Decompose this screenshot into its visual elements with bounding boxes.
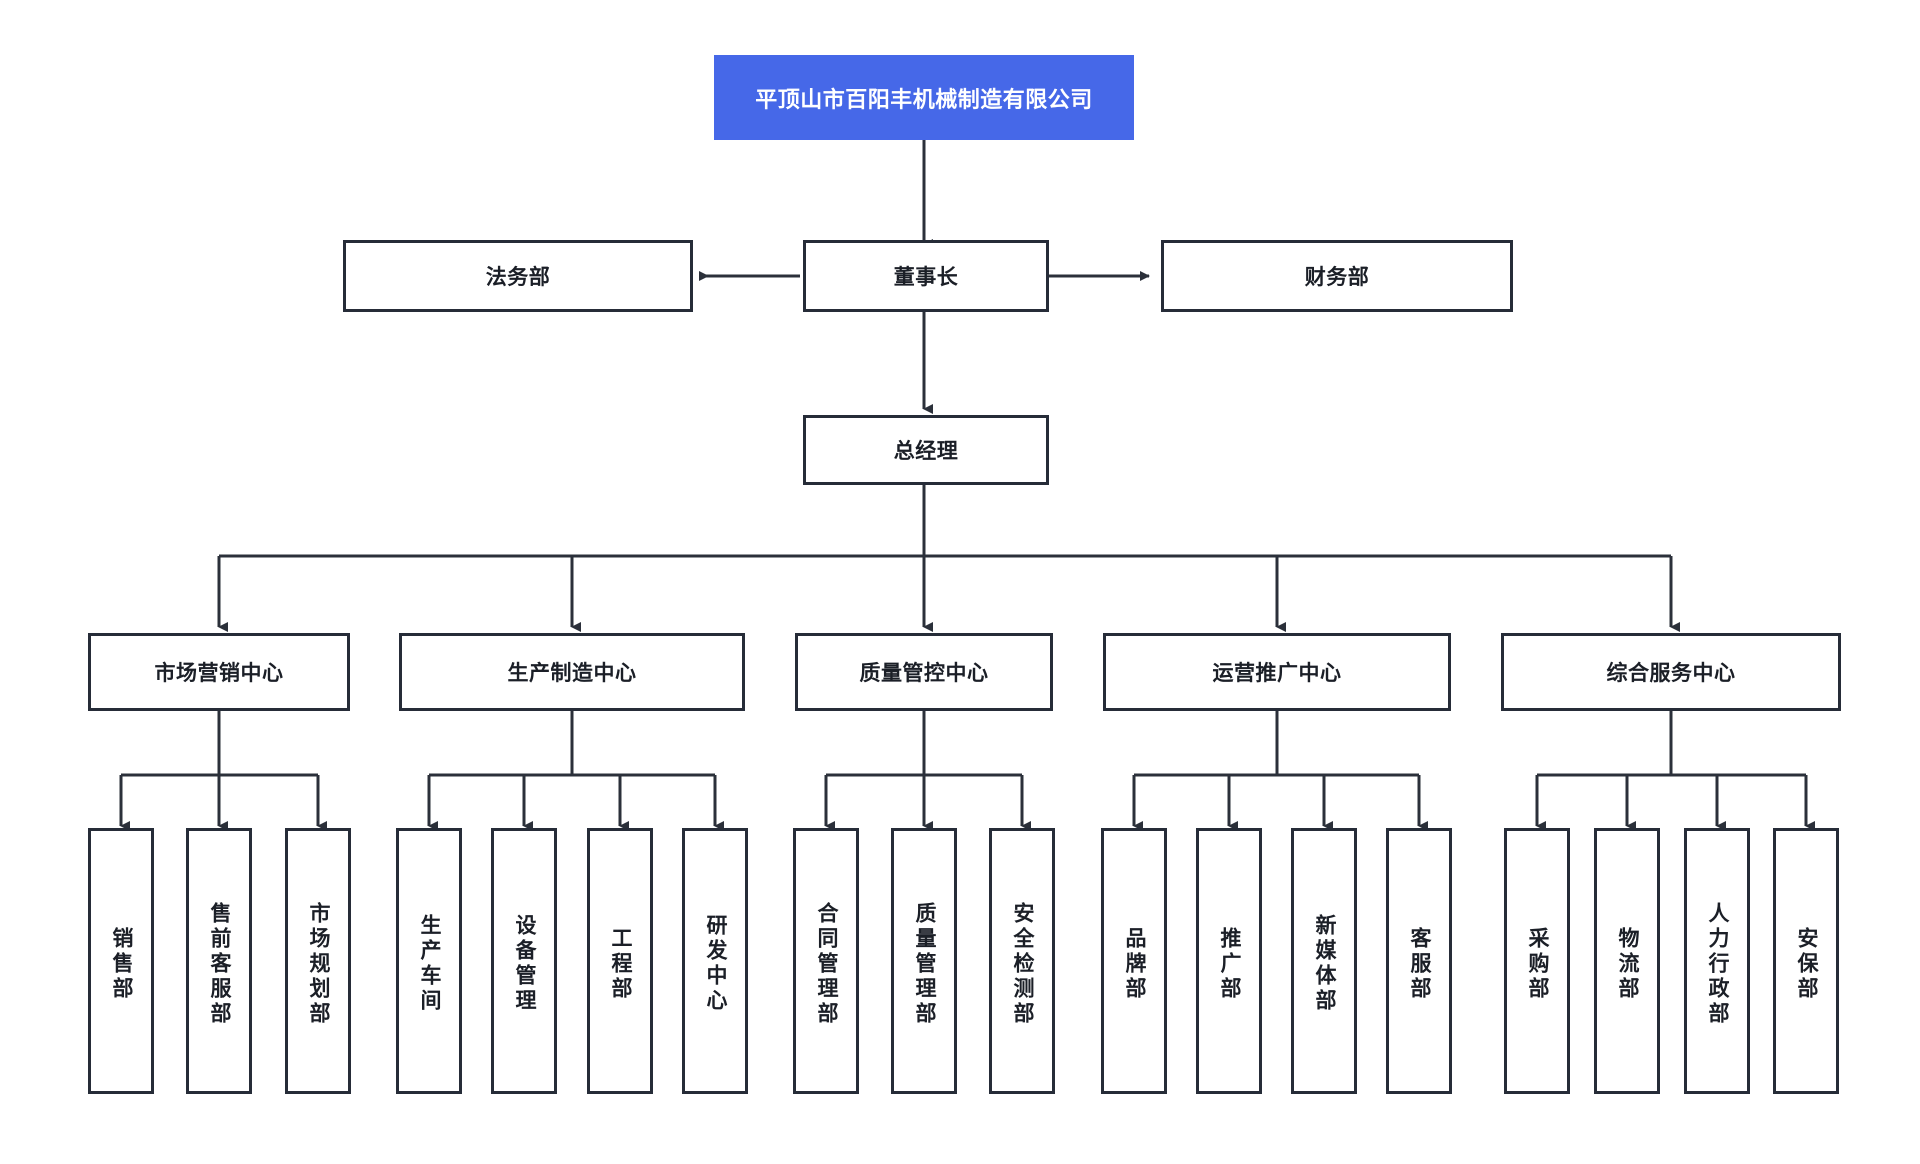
node-dept-sales[interactable]: 销售部 xyxy=(88,828,154,1094)
node-label: 质量管理部 xyxy=(913,901,936,1027)
node-dept-rnd-center[interactable]: 研发中心 xyxy=(682,828,748,1094)
node-label: 合同管理部 xyxy=(815,901,838,1027)
node-label: 平顶山市百阳丰机械制造有限公司 xyxy=(755,86,1093,112)
node-center-services[interactable]: 综合服务中心 xyxy=(1501,633,1841,711)
node-chairman[interactable]: 董事长 xyxy=(803,240,1049,312)
node-dept-safety-inspection[interactable]: 安全检测部 xyxy=(989,828,1055,1094)
node-dept-customer-service[interactable]: 客服部 xyxy=(1386,828,1452,1094)
node-dept-presales-service[interactable]: 售前客服部 xyxy=(186,828,252,1094)
node-dept-security[interactable]: 安保部 xyxy=(1773,828,1839,1094)
node-dept-new-media[interactable]: 新媒体部 xyxy=(1291,828,1357,1094)
node-label: 质量管控中心 xyxy=(859,662,989,685)
node-label: 综合服务中心 xyxy=(1606,662,1736,685)
node-legal-department[interactable]: 法务部 xyxy=(343,240,693,312)
node-label: 运营推广中心 xyxy=(1212,662,1342,685)
node-label: 生产制造中心 xyxy=(507,662,637,685)
node-label: 董事长 xyxy=(893,266,959,289)
node-label: 推广部 xyxy=(1218,926,1241,1002)
node-label: 市场营销中心 xyxy=(154,662,284,685)
node-center-marketing[interactable]: 市场营销中心 xyxy=(88,633,350,711)
node-label: 安全检测部 xyxy=(1011,901,1034,1027)
node-label: 工程部 xyxy=(609,926,632,1002)
node-finance-department[interactable]: 财务部 xyxy=(1161,240,1513,312)
node-dept-hr-admin[interactable]: 人力行政部 xyxy=(1684,828,1750,1094)
node-dept-logistics[interactable]: 物流部 xyxy=(1594,828,1660,1094)
node-general-manager[interactable]: 总经理 xyxy=(803,415,1049,485)
node-dept-engineering[interactable]: 工程部 xyxy=(587,828,653,1094)
node-label: 新媒体部 xyxy=(1313,914,1336,1014)
node-company-root[interactable]: 平顶山市百阳丰机械制造有限公司 xyxy=(714,55,1134,140)
node-label: 售前客服部 xyxy=(208,901,231,1027)
node-label: 市场规划部 xyxy=(307,901,330,1027)
node-label: 人力行政部 xyxy=(1706,901,1729,1027)
node-center-manufacturing[interactable]: 生产制造中心 xyxy=(399,633,745,711)
node-label: 总经理 xyxy=(893,440,959,463)
node-label: 安保部 xyxy=(1795,926,1818,1002)
node-label: 财务部 xyxy=(1304,266,1370,289)
node-label: 销售部 xyxy=(110,926,133,1002)
node-center-operations[interactable]: 运营推广中心 xyxy=(1103,633,1451,711)
node-label: 研发中心 xyxy=(704,914,727,1014)
node-label: 客服部 xyxy=(1408,926,1431,1002)
node-dept-market-planning[interactable]: 市场规划部 xyxy=(285,828,351,1094)
node-dept-procurement[interactable]: 采购部 xyxy=(1504,828,1570,1094)
node-label: 物流部 xyxy=(1616,926,1639,1002)
node-label: 采购部 xyxy=(1526,926,1549,1002)
node-dept-quality-management[interactable]: 质量管理部 xyxy=(891,828,957,1094)
node-label: 品牌部 xyxy=(1123,926,1146,1002)
node-dept-promotion[interactable]: 推广部 xyxy=(1196,828,1262,1094)
node-label: 法务部 xyxy=(485,266,551,289)
node-label: 设备管理 xyxy=(513,914,536,1014)
node-center-quality[interactable]: 质量管控中心 xyxy=(795,633,1053,711)
node-dept-equipment-management[interactable]: 设备管理 xyxy=(491,828,557,1094)
node-label: 生产车间 xyxy=(418,914,441,1014)
node-dept-production-workshop[interactable]: 生产车间 xyxy=(396,828,462,1094)
node-dept-contract-management[interactable]: 合同管理部 xyxy=(793,828,859,1094)
node-dept-brand[interactable]: 品牌部 xyxy=(1101,828,1167,1094)
